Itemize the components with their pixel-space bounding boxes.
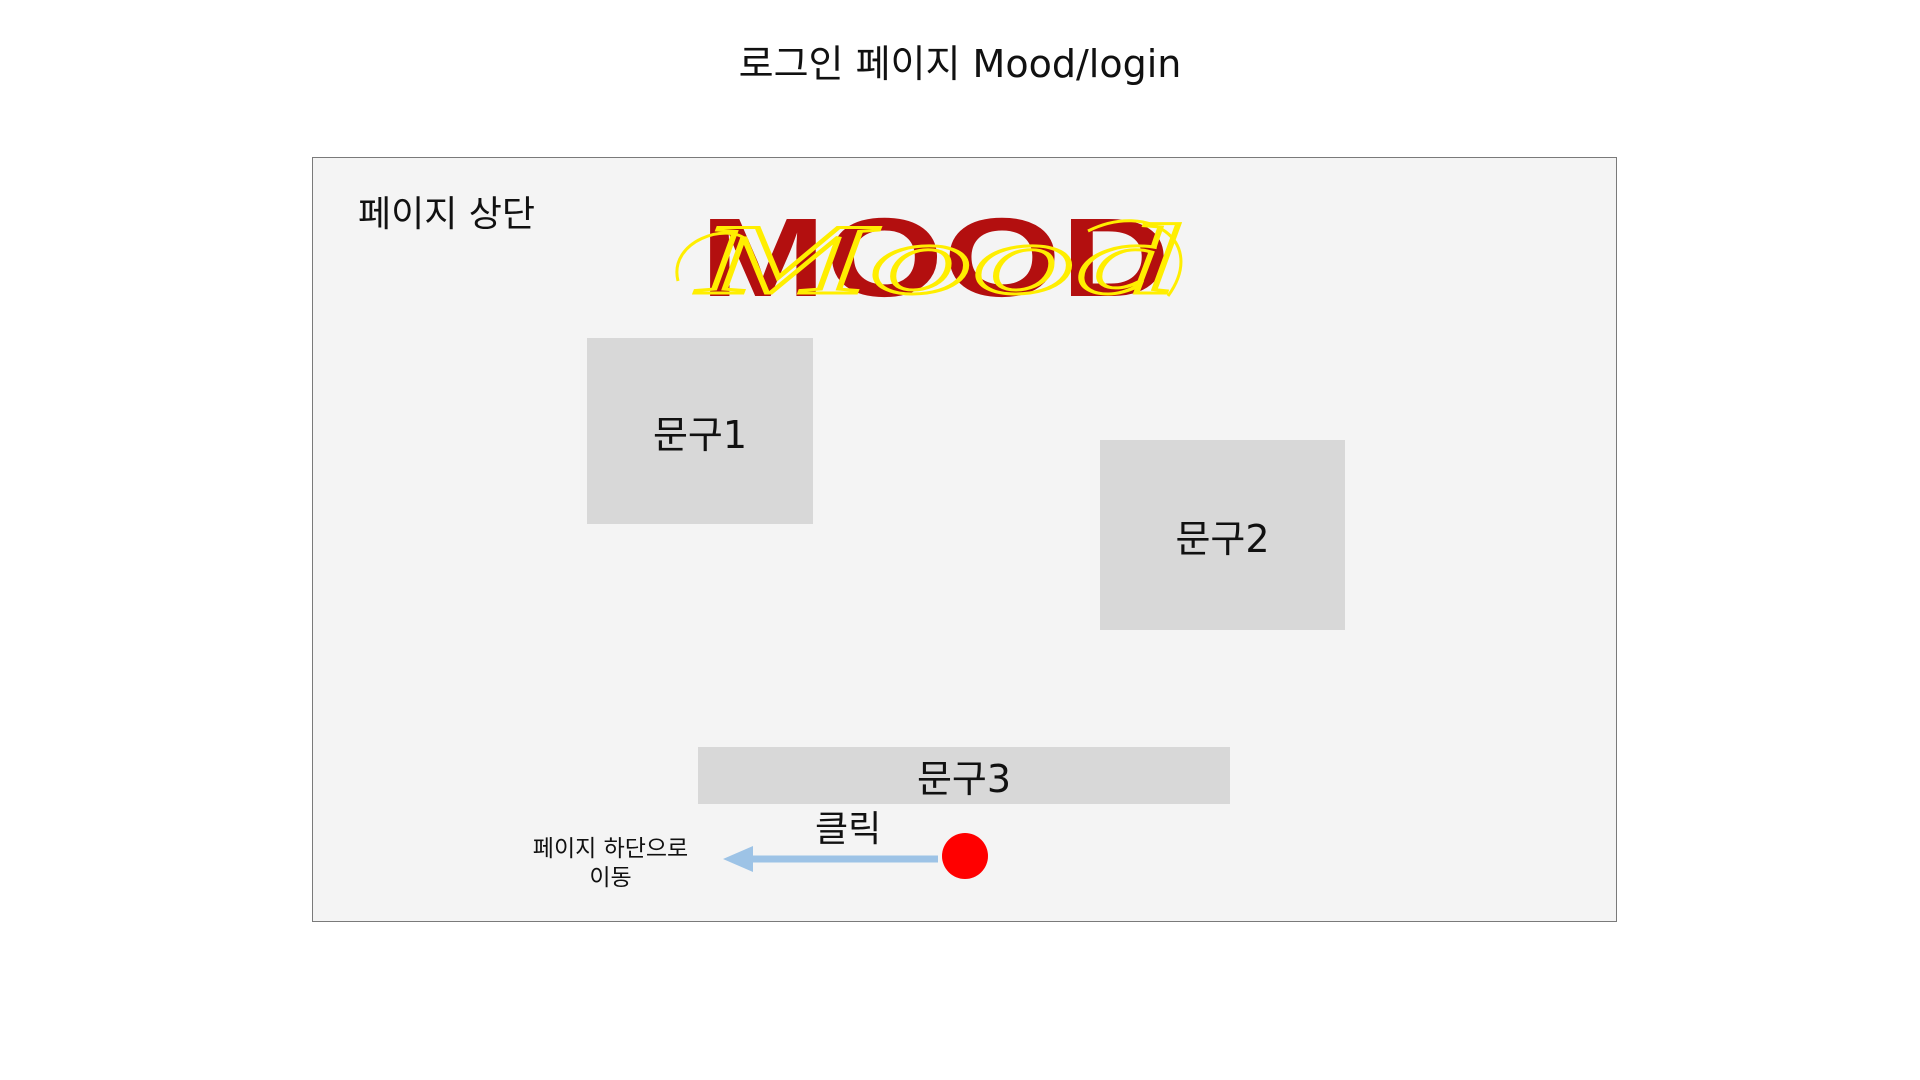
move-to-bottom-label: 페이지 하단으로 이동 — [518, 835, 703, 893]
page-frame: 페이지 상단 MOOD Mood 문구1 문구2 문구3 클릭 페이지 하단으로… — [312, 157, 1617, 922]
logo-swash — [675, 219, 1183, 297]
section-label-top: 페이지 상단 — [358, 194, 536, 235]
logo-block-text: MOOD — [700, 201, 1170, 311]
text-box-2-label: 문구2 — [1175, 516, 1270, 561]
slide-title: 로그인 페이지 Mood/login — [738, 42, 1182, 86]
left-arrow-icon — [723, 846, 938, 872]
text-box-1-label: 문구1 — [652, 412, 748, 457]
move-label-line1: 페이지 하단으로 — [532, 836, 689, 862]
text-box-3: 문구3 — [698, 747, 1230, 804]
text-box-2: 문구2 — [1100, 440, 1345, 630]
logo-script-text: Mood — [694, 204, 1180, 311]
text-box-1: 문구1 — [587, 338, 813, 524]
click-button[interactable] — [942, 833, 988, 879]
move-label-line2: 이동 — [589, 865, 632, 891]
click-label: 클릭 — [815, 809, 882, 850]
mood-logo: MOOD Mood — [675, 201, 1183, 311]
text-box-3-label: 문구3 — [916, 757, 1012, 801]
